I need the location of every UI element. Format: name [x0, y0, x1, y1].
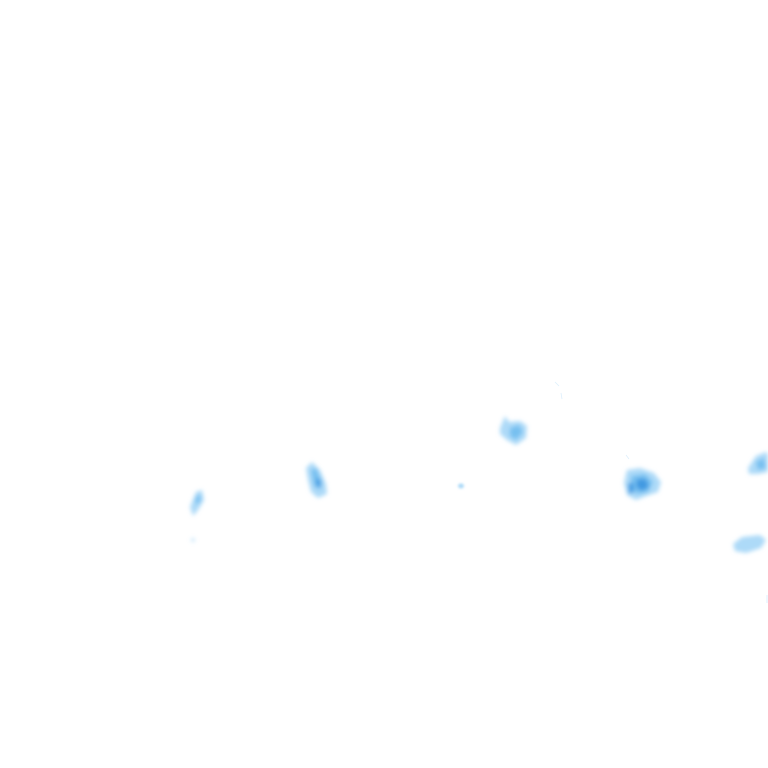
precip-cell-west-center [306, 462, 327, 498]
precip-cell-center [500, 416, 527, 445]
precip-cell-center-dot [458, 483, 464, 489]
stray-echo-marks [554, 381, 768, 603]
precip-cell-far-east-lower [733, 535, 766, 553]
precip-cell-east [624, 468, 661, 500]
precip-cell-west [190, 490, 204, 542]
precip-cell-far-east-upper [748, 452, 768, 474]
